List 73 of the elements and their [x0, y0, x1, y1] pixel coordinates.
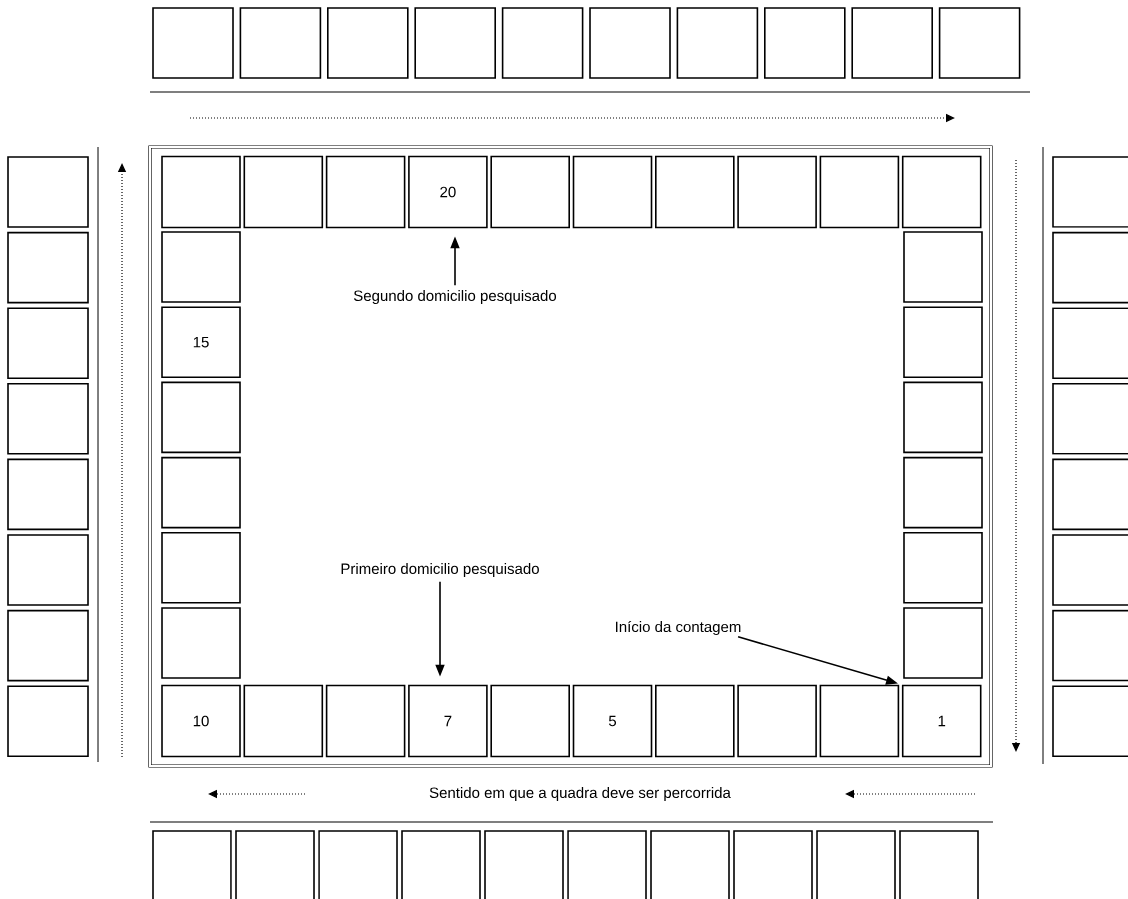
lot-box	[1052, 231, 1128, 304]
block-outline	[148, 145, 993, 768]
lot-box	[161, 532, 241, 604]
lot-box	[764, 7, 846, 79]
lot-box	[903, 532, 983, 604]
lot-box	[161, 381, 241, 454]
lot-box	[737, 684, 817, 758]
lot-box	[1052, 534, 1128, 606]
lot-box	[655, 684, 735, 758]
lot-box	[7, 383, 89, 455]
lot-box	[7, 609, 89, 682]
lot-box	[7, 458, 89, 531]
annotation-text: Início da contagem	[616, 620, 741, 636]
lot-box	[490, 684, 570, 758]
lot-box	[567, 830, 647, 899]
lot-box	[318, 830, 398, 899]
lot-box	[484, 830, 564, 899]
lot-box	[1052, 609, 1128, 682]
lot-box: 5	[572, 684, 653, 758]
lot-box: 20	[408, 155, 488, 229]
lot-box	[819, 684, 900, 758]
lot-box	[490, 155, 570, 229]
lot-box	[903, 607, 983, 679]
lot-box	[235, 830, 315, 899]
lot-box	[327, 7, 409, 79]
lot-box	[903, 456, 983, 529]
caption-text: Sentido em que a quadra deve ser percorrida	[429, 787, 731, 801]
lot-box	[7, 231, 89, 304]
lot-box	[1052, 383, 1128, 455]
lot-box	[7, 307, 89, 379]
lot-box	[239, 7, 322, 79]
lot-box	[7, 534, 89, 606]
lot-box	[572, 155, 653, 229]
lot-box	[901, 155, 982, 229]
lot-box	[152, 7, 234, 79]
lot-box	[7, 156, 89, 228]
lot-box	[676, 7, 759, 79]
annotation-text: Primeiro domicilio pesquisado	[341, 563, 539, 577]
lot-box	[903, 231, 983, 303]
lot-box: 10	[161, 684, 241, 758]
lot-box	[816, 830, 896, 899]
lot-box	[325, 155, 406, 229]
lot-box	[1052, 156, 1128, 228]
lot-box	[903, 381, 983, 454]
lot-box	[1052, 307, 1128, 379]
lot-box	[903, 306, 983, 378]
lot-box	[7, 685, 89, 757]
lot-box	[655, 155, 735, 229]
lot-box	[733, 830, 813, 899]
lot-box	[650, 830, 730, 899]
lot-box	[589, 7, 671, 79]
lot-box: 15	[161, 306, 241, 378]
lot-box	[161, 607, 241, 679]
lot-box	[851, 7, 933, 79]
annotation-text: Segundo domicilio pesquisado	[353, 290, 557, 304]
lot-box	[1052, 685, 1128, 757]
lot-box	[1052, 458, 1128, 531]
lot-box	[243, 155, 324, 229]
lot-box	[161, 231, 241, 303]
lot-box	[414, 7, 496, 79]
lot-box	[161, 456, 241, 529]
lot-box	[325, 684, 406, 758]
lot-box	[737, 155, 817, 229]
lot-box	[938, 7, 1021, 79]
lot-box	[899, 830, 979, 899]
lot-box	[401, 830, 481, 899]
lot-box: 7	[408, 684, 488, 758]
lot-box	[152, 830, 232, 899]
lot-box	[161, 155, 241, 229]
lot-box: 1	[901, 684, 982, 758]
lot-box	[501, 7, 584, 79]
lot-box	[243, 684, 324, 758]
lot-box	[819, 155, 900, 229]
